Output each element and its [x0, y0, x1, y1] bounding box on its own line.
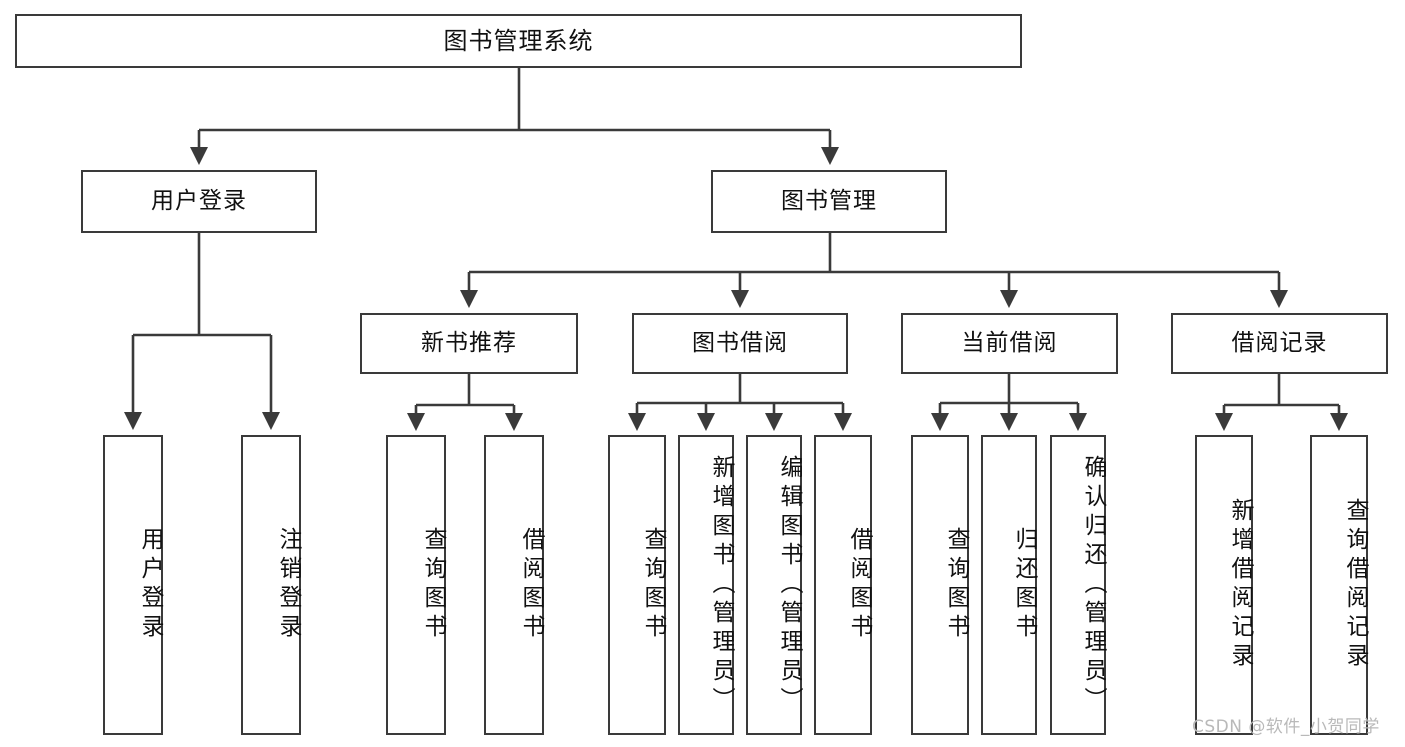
node-leaf-borrow-borrow-book[interactable]: 借阅图书 — [814, 435, 872, 735]
node-leaf-borrow-add-book[interactable]: 新增图书（管理员） — [678, 435, 734, 735]
node-leaf-rec-borrow-book-label: 借阅图书 — [518, 527, 544, 643]
node-leaf-user-logout[interactable]: 注销登录 — [241, 435, 301, 735]
node-leaf-rec-add-record-label: 新增借阅记录 — [1227, 498, 1253, 672]
node-book-manage[interactable]: 图书管理 — [711, 170, 947, 233]
node-root-label: 图书管理系统 — [443, 26, 594, 55]
node-leaf-cur-confirm-return[interactable]: 确认归还（管理员） — [1050, 435, 1106, 735]
node-new-book-rec-label: 新书推荐 — [421, 329, 517, 356]
node-leaf-rec-query-record[interactable]: 查询借阅记录 — [1310, 435, 1368, 735]
node-leaf-borrow-query-book[interactable]: 查询图书 — [608, 435, 666, 735]
node-borrow-record-label: 借阅记录 — [1231, 329, 1328, 356]
node-user-login-label: 用户登录 — [151, 187, 247, 214]
node-borrow-record[interactable]: 借阅记录 — [1171, 313, 1388, 374]
node-book-manage-label: 图书管理 — [781, 187, 877, 214]
node-leaf-borrow-borrow-book-label: 借阅图书 — [846, 527, 872, 643]
node-leaf-cur-query-book-label: 查询图书 — [943, 527, 969, 643]
node-leaf-cur-confirm-return-label: 确认归还（管理员） — [1080, 454, 1106, 716]
node-leaf-rec-query-book[interactable]: 查询图书 — [386, 435, 446, 735]
node-leaf-user-login-label: 用户登录 — [137, 527, 163, 643]
node-leaf-cur-query-book[interactable]: 查询图书 — [911, 435, 969, 735]
node-leaf-cur-return-book-label: 归还图书 — [1011, 527, 1037, 643]
node-leaf-borrow-add-book-label: 新增图书（管理员） — [708, 454, 734, 716]
node-book-borrow-label: 图书借阅 — [692, 329, 788, 356]
node-current-borrow[interactable]: 当前借阅 — [901, 313, 1118, 374]
node-leaf-rec-borrow-book[interactable]: 借阅图书 — [484, 435, 544, 735]
node-leaf-rec-query-book-label: 查询图书 — [420, 527, 446, 643]
node-root[interactable]: 图书管理系统 — [15, 14, 1022, 68]
node-leaf-user-login[interactable]: 用户登录 — [103, 435, 163, 735]
node-leaf-user-logout-label: 注销登录 — [275, 527, 301, 643]
node-leaf-rec-add-record[interactable]: 新增借阅记录 — [1195, 435, 1253, 735]
node-leaf-borrow-edit-book-label: 编辑图书（管理员） — [776, 454, 802, 716]
csdn-watermark: CSDN @软件_小贺同学 — [1192, 717, 1380, 737]
node-leaf-cur-return-book[interactable]: 归还图书 — [981, 435, 1037, 735]
node-book-borrow[interactable]: 图书借阅 — [632, 313, 848, 374]
node-new-book-rec[interactable]: 新书推荐 — [360, 313, 578, 374]
node-user-login[interactable]: 用户登录 — [81, 170, 317, 233]
node-leaf-borrow-query-book-label: 查询图书 — [640, 527, 666, 643]
node-current-borrow-label: 当前借阅 — [961, 329, 1058, 356]
node-leaf-rec-query-record-label: 查询借阅记录 — [1342, 498, 1368, 672]
node-leaf-borrow-edit-book[interactable]: 编辑图书（管理员） — [746, 435, 802, 735]
